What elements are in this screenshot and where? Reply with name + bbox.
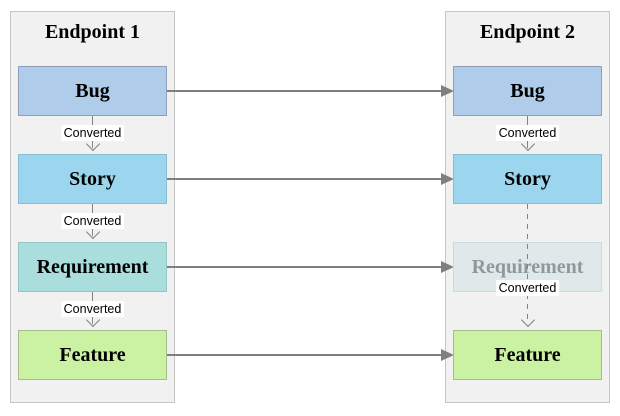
node-bug-endpoint1: Bug: [18, 66, 167, 116]
sync-arrow-requirement-head: [441, 261, 454, 273]
endpoint1-title: Endpoint 1: [44, 21, 141, 43]
node-feature-endpoint1: Feature: [18, 330, 167, 380]
sync-arrow-bug-line: [167, 90, 442, 92]
node-bug-endpoint2: Bug: [453, 66, 602, 116]
node-feature-endpoint2: Feature: [453, 330, 602, 380]
converted-label: Converted: [60, 301, 125, 317]
sync-arrow-story-head: [441, 173, 454, 185]
converted-label: Converted: [60, 125, 125, 141]
ep2-connector-story-feature-dashed-line: [526, 204, 529, 320]
sync-arrow-requirement-line: [167, 266, 442, 268]
node-story-endpoint2: Story: [453, 154, 602, 204]
sync-arrow-story-line: [167, 178, 442, 180]
sync-arrow-bug-head: [441, 85, 454, 97]
sync-arrow-feature-head: [441, 349, 454, 361]
node-story-endpoint1: Story: [18, 154, 167, 204]
node-requirement-endpoint1: Requirement: [18, 242, 167, 292]
converted-label: Converted: [60, 213, 125, 229]
sync-arrow-feature-line: [167, 354, 442, 356]
converted-label: Converted: [495, 125, 560, 141]
endpoint2-title: Endpoint 2: [479, 21, 576, 43]
converted-label: Converted: [495, 280, 560, 296]
